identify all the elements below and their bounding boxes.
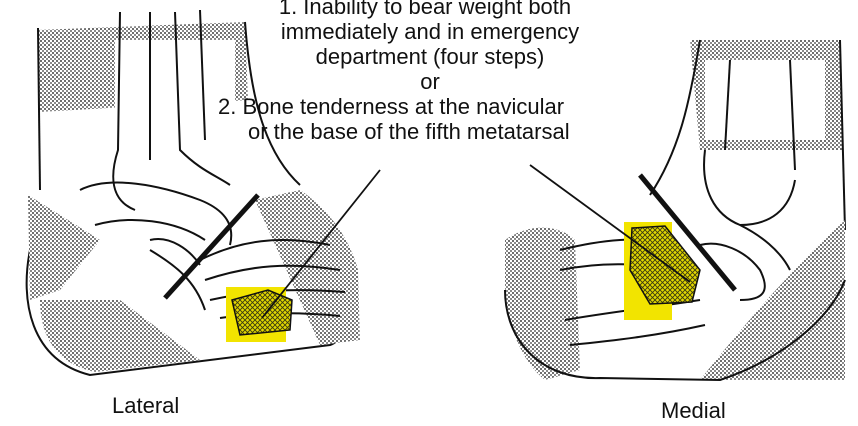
criterion-1-line-3: department (four steps)	[160, 44, 700, 69]
medial-toe-shading	[505, 228, 580, 380]
criterion-1-line-1: 1. Inability to bear weight both	[150, 0, 700, 19]
criterion-2-line-1: 2. Bone tenderness at the navicular	[160, 94, 700, 119]
lateral-label: Lateral	[112, 393, 179, 419]
ottawa-foot-criteria: 1. Inability to bear weight both immedia…	[160, 0, 700, 144]
criteria-or: or	[160, 69, 700, 94]
criterion-1-line-2: immediately and in emergency	[160, 19, 700, 44]
lateral-heel-shading	[28, 195, 100, 300]
criterion-2-line-2: or the base of the fifth metatarsal	[160, 119, 700, 144]
fifth-metatarsal-zone	[232, 290, 292, 335]
medial-label: Medial	[661, 398, 726, 424]
